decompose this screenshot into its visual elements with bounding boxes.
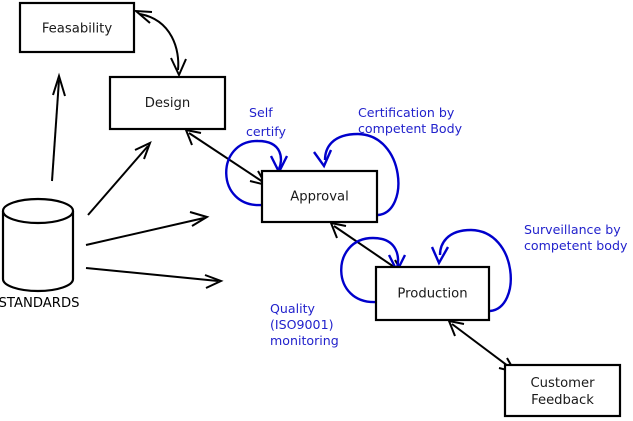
node-customer-feedback-label-line1: Customer bbox=[530, 376, 595, 391]
node-design[interactable]: Design bbox=[108, 75, 227, 131]
node-approval[interactable]: Approval bbox=[260, 169, 379, 224]
annotation-quality-line2: (ISO9001) bbox=[270, 317, 334, 332]
annotation-self-certify-line1: Self bbox=[249, 105, 273, 120]
node-standards-label: STANDARDS bbox=[0, 296, 79, 311]
annotation-certification-by-competent-body: Certification by competent Body bbox=[358, 105, 463, 136]
connection-feasability-design bbox=[133, 9, 187, 78]
annotation-quality-iso9001-monitoring: Quality (ISO9001) monitoring bbox=[270, 301, 339, 348]
connection-standards-approval bbox=[85, 211, 210, 246]
node-customer-feedback[interactable]: Customer Feedback bbox=[503, 363, 622, 418]
self-loop-approval-certification bbox=[313, 132, 400, 217]
node-feasability-label: Feasability bbox=[42, 22, 113, 37]
annotation-quality-line3: monitoring bbox=[270, 333, 339, 348]
connection-standards-production bbox=[85, 267, 224, 289]
node-customer-feedback-label-line2: Feedback bbox=[531, 393, 594, 408]
annotation-quality-line1: Quality bbox=[270, 301, 316, 316]
annotation-self-certify-line2: certify bbox=[246, 124, 286, 139]
node-production-label: Production bbox=[397, 287, 467, 302]
node-feasability[interactable]: Feasability bbox=[18, 1, 136, 54]
node-design-label: Design bbox=[145, 96, 191, 111]
node-approval-label: Approval bbox=[290, 190, 349, 205]
annotation-surveillance-line1: Surveillance by bbox=[524, 222, 621, 237]
self-loop-production-surveillance bbox=[430, 228, 512, 313]
connection-standards-feasability bbox=[51, 72, 66, 182]
annotation-surveillance-line2: competent body bbox=[524, 238, 628, 253]
annotation-certification-line1: Certification by bbox=[358, 105, 455, 120]
annotation-surveillance-by-competent-body: Surveillance by competent body bbox=[524, 222, 628, 253]
annotation-certification-line2: competent Body bbox=[358, 121, 463, 136]
node-production[interactable]: Production bbox=[374, 265, 491, 322]
annotation-self-certify: Self certify bbox=[246, 105, 286, 139]
connection-standards-design bbox=[87, 141, 152, 216]
node-standards[interactable]: STANDARDS bbox=[0, 197, 79, 311]
